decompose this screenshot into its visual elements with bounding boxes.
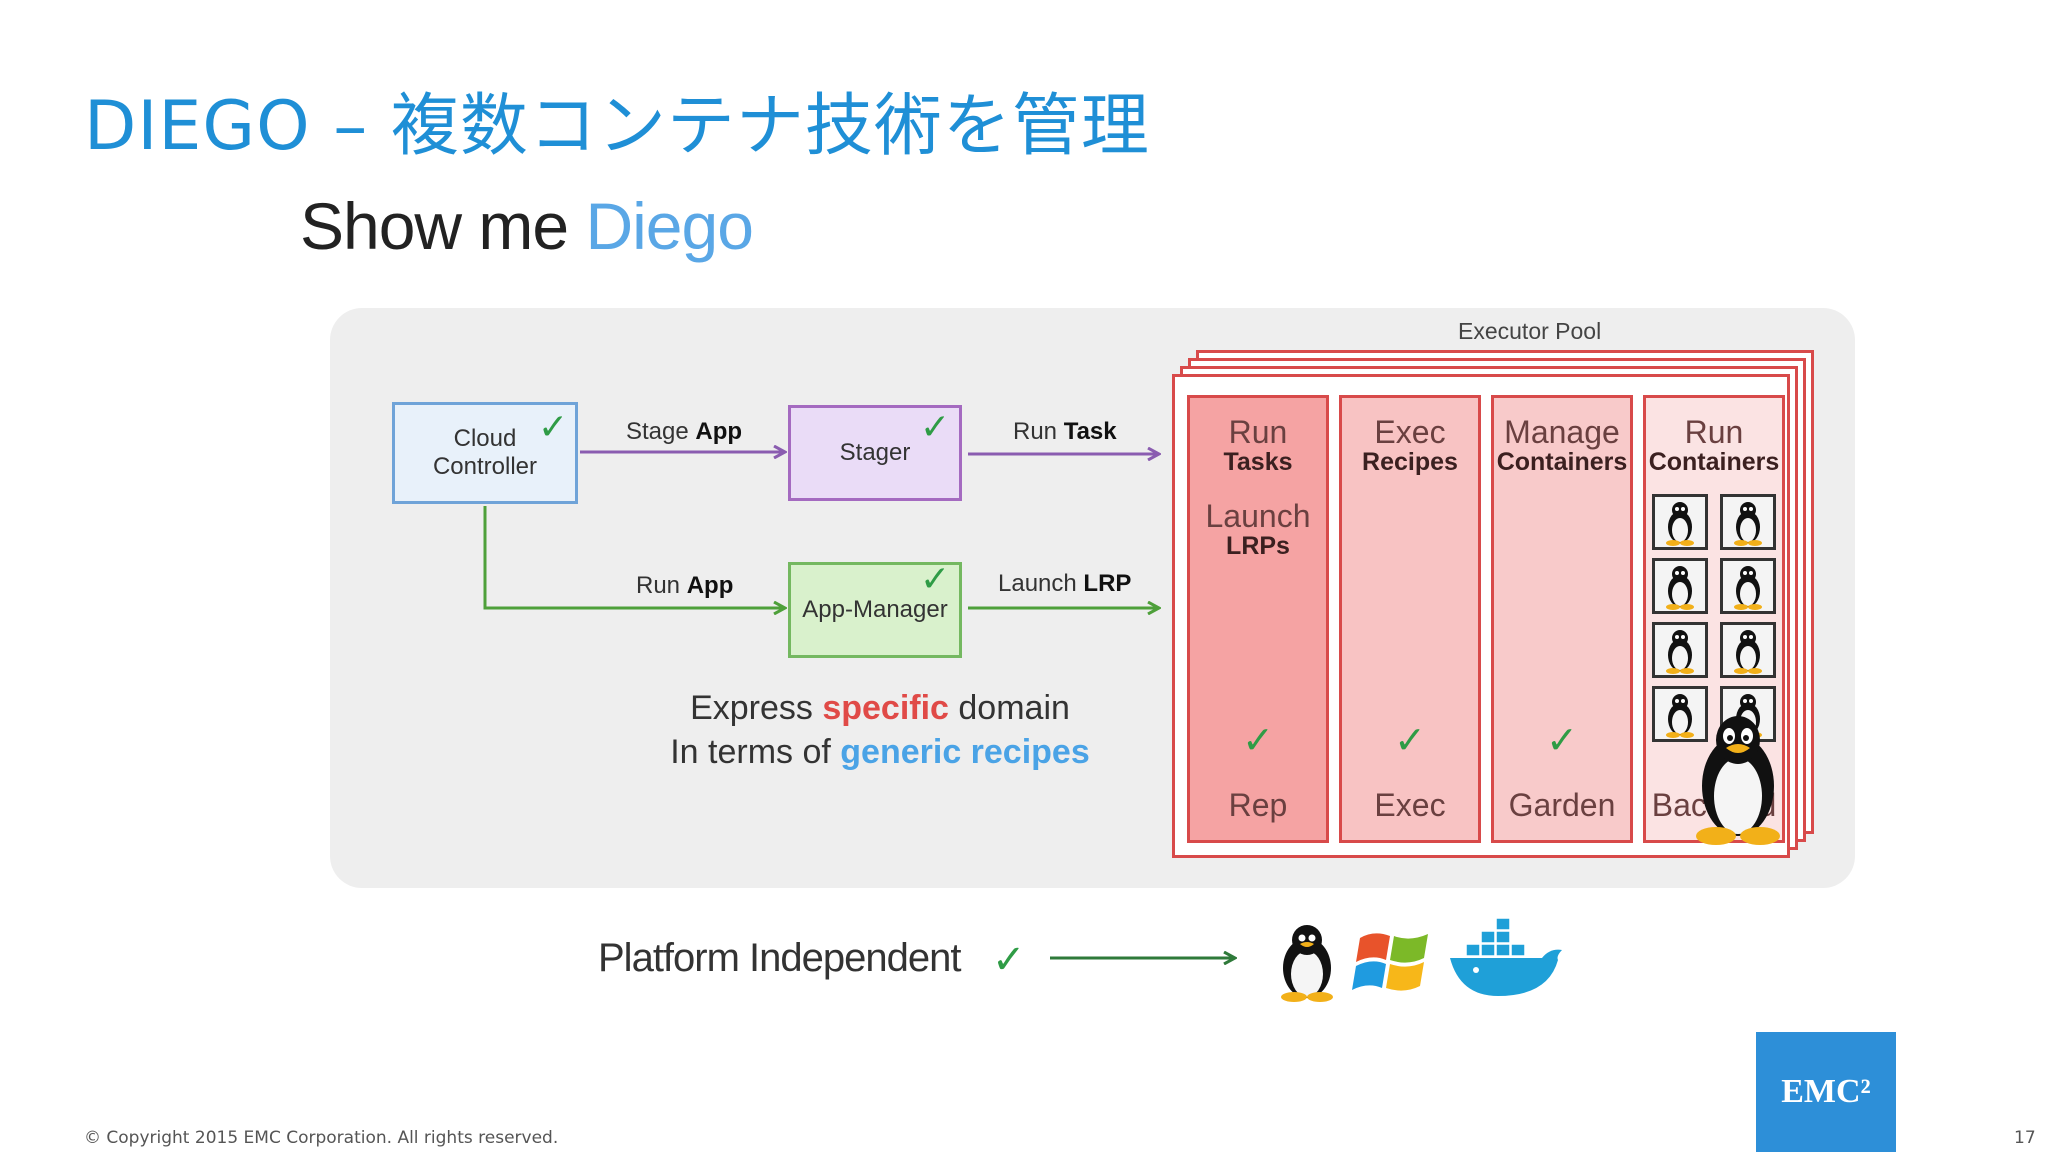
- tagline-text: In terms of: [670, 733, 841, 771]
- column-title: Run: [1228, 414, 1288, 450]
- label-launch-lrp-verb: Launch: [998, 570, 1084, 597]
- linux-tux-icon: [1734, 630, 1762, 674]
- column-footer: Exec: [1374, 787, 1446, 823]
- label-stage-app: Stage App: [626, 418, 742, 446]
- cloud-controller-line2: Controller: [432, 453, 538, 480]
- stager-label: Stager: [839, 439, 911, 466]
- linux-tux-icon: [1281, 925, 1333, 1002]
- label-run-task-verb: Run: [1013, 418, 1064, 445]
- check-icon: ✓: [920, 407, 951, 448]
- column-subtitle: Containers: [1648, 448, 1780, 476]
- check-icon: ✓: [920, 559, 951, 600]
- linux-tux-icon: [1696, 716, 1780, 845]
- check-icon: ✓: [538, 407, 569, 448]
- container-tile: [1652, 494, 1708, 550]
- platform-text: Platform Independent: [598, 936, 961, 980]
- app-manager-label: App-Manager: [802, 596, 948, 623]
- slide-title: DIEGO – 複数コンテナ技術を管理: [84, 87, 1150, 166]
- column-title: Manage: [1504, 414, 1620, 450]
- container-tile: [1652, 686, 1708, 742]
- diagram-heading: Show me Diego: [300, 188, 754, 264]
- column-footer: Rep: [1228, 787, 1288, 823]
- windows-logo-icon: [1352, 933, 1428, 991]
- stager-box: Stager: [788, 405, 962, 501]
- executor-pool: Run Tasks Launch LRPs ✓ Rep Exec Recipes…: [1172, 374, 1790, 858]
- column-title: Exec: [1374, 414, 1446, 450]
- container-tile: [1720, 494, 1776, 550]
- label-run-app-verb: Run: [636, 572, 687, 599]
- label-run-task: Run Task: [1013, 418, 1117, 446]
- tagline-line1: Express specific domain: [600, 686, 1160, 730]
- column-subtitle-2: LRPs: [1226, 532, 1290, 560]
- platform-label: Platform Independent: [598, 936, 961, 981]
- label-run-app: Run App: [636, 572, 733, 600]
- container-tile: [1652, 558, 1708, 614]
- heading-highlight: Diego: [585, 189, 753, 263]
- column-garden: Manage Containers ✓ Garden: [1491, 395, 1633, 843]
- label-stage-app-object: App: [695, 418, 743, 445]
- label-launch-lrp: Launch LRP: [998, 570, 1131, 598]
- tagline: Express specific domain In terms of gene…: [600, 686, 1160, 774]
- label-launch-lrp-object: LRP: [1083, 570, 1132, 597]
- linux-tux-icon: [1666, 502, 1694, 546]
- container-tile: [1652, 622, 1708, 678]
- column-title: Run: [1684, 414, 1744, 450]
- app-manager-box: App-Manager: [788, 562, 962, 658]
- tagline-line2: In terms of generic recipes: [600, 730, 1160, 774]
- tagline-text: domain: [948, 689, 1070, 727]
- arrow-run-app: [483, 506, 784, 608]
- column-subtitle: Tasks: [1223, 448, 1293, 476]
- cloud-controller-line1: Cloud: [453, 425, 517, 452]
- check-icon: ✓: [1394, 718, 1426, 762]
- tagline-text: Express: [690, 689, 823, 727]
- container-tile: [1720, 558, 1776, 614]
- column-subtitle: Recipes: [1362, 448, 1458, 476]
- check-icon: ✓: [992, 937, 1026, 983]
- check-icon: ✓: [1546, 718, 1578, 762]
- linux-tux-icon: [1734, 502, 1762, 546]
- column-rep: Run Tasks Launch LRPs ✓ Rep: [1187, 395, 1329, 843]
- emc-logo: EMC²: [1756, 1032, 1896, 1152]
- label-run-task-object: Task: [1063, 418, 1117, 445]
- linux-tux-icon: [1666, 630, 1694, 674]
- docker-whale-icon: [1450, 918, 1562, 996]
- label-stage-app-verb: Stage: [626, 418, 696, 445]
- container-tile: [1720, 622, 1776, 678]
- check-icon: ✓: [1242, 718, 1274, 762]
- tagline-generic: generic recipes: [840, 733, 1090, 771]
- executor-pool-label: Executor Pool: [1458, 318, 1602, 344]
- label-run-app-object: App: [686, 572, 734, 599]
- page-number: 17: [2014, 1128, 2036, 1148]
- linux-tux-icon: [1666, 694, 1694, 738]
- linux-tux-icon: [1734, 566, 1762, 610]
- tagline-specific: specific: [822, 689, 949, 727]
- linux-tux-icon: [1666, 566, 1694, 610]
- heading-prefix: Show me: [300, 189, 586, 263]
- copyright-text: © Copyright 2015 EMC Corporation. All ri…: [84, 1128, 559, 1148]
- column-footer: Garden: [1508, 787, 1616, 823]
- column-subtitle: Containers: [1496, 448, 1628, 476]
- column-exec: Exec Recipes ✓ Exec: [1339, 395, 1481, 843]
- column-title-2: Launch: [1205, 498, 1311, 534]
